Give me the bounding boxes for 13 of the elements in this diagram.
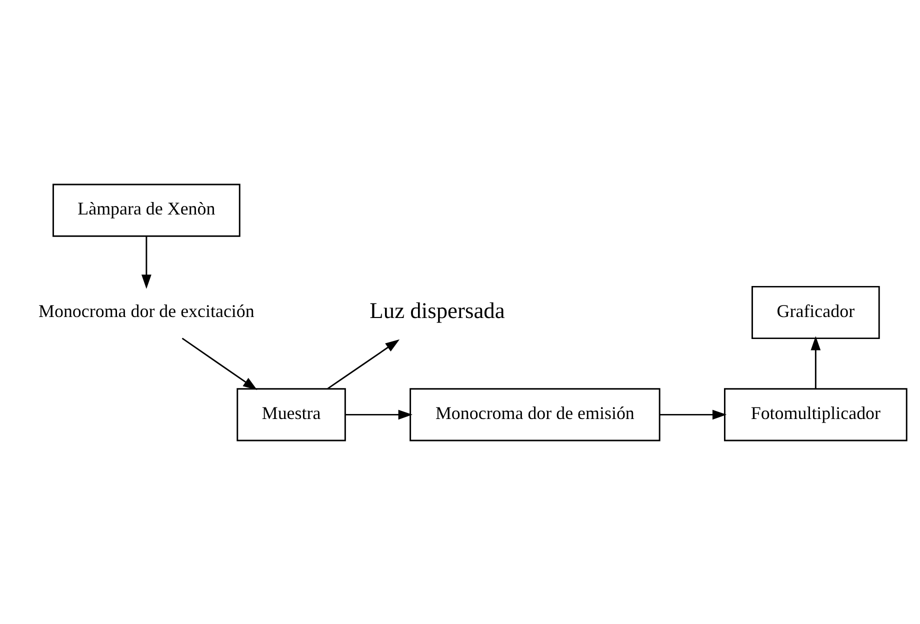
- node-box: Monocroma dor de emisión: [410, 388, 660, 441]
- arrow: [810, 336, 821, 388]
- node-box: Làmpara de Xenòn: [52, 183, 240, 236]
- node-box: Muestra: [236, 388, 346, 441]
- arrow: [182, 337, 258, 390]
- arrow: [327, 338, 400, 389]
- node-text: Luz dispersada: [370, 298, 505, 323]
- arrow: [660, 409, 727, 420]
- node-box: Graficador: [752, 285, 880, 339]
- arrow: [346, 409, 412, 420]
- node-box: Fotomultiplicador: [724, 388, 908, 441]
- arrow: [141, 236, 152, 288]
- node-text: Monocroma dor de excitación: [38, 300, 254, 320]
